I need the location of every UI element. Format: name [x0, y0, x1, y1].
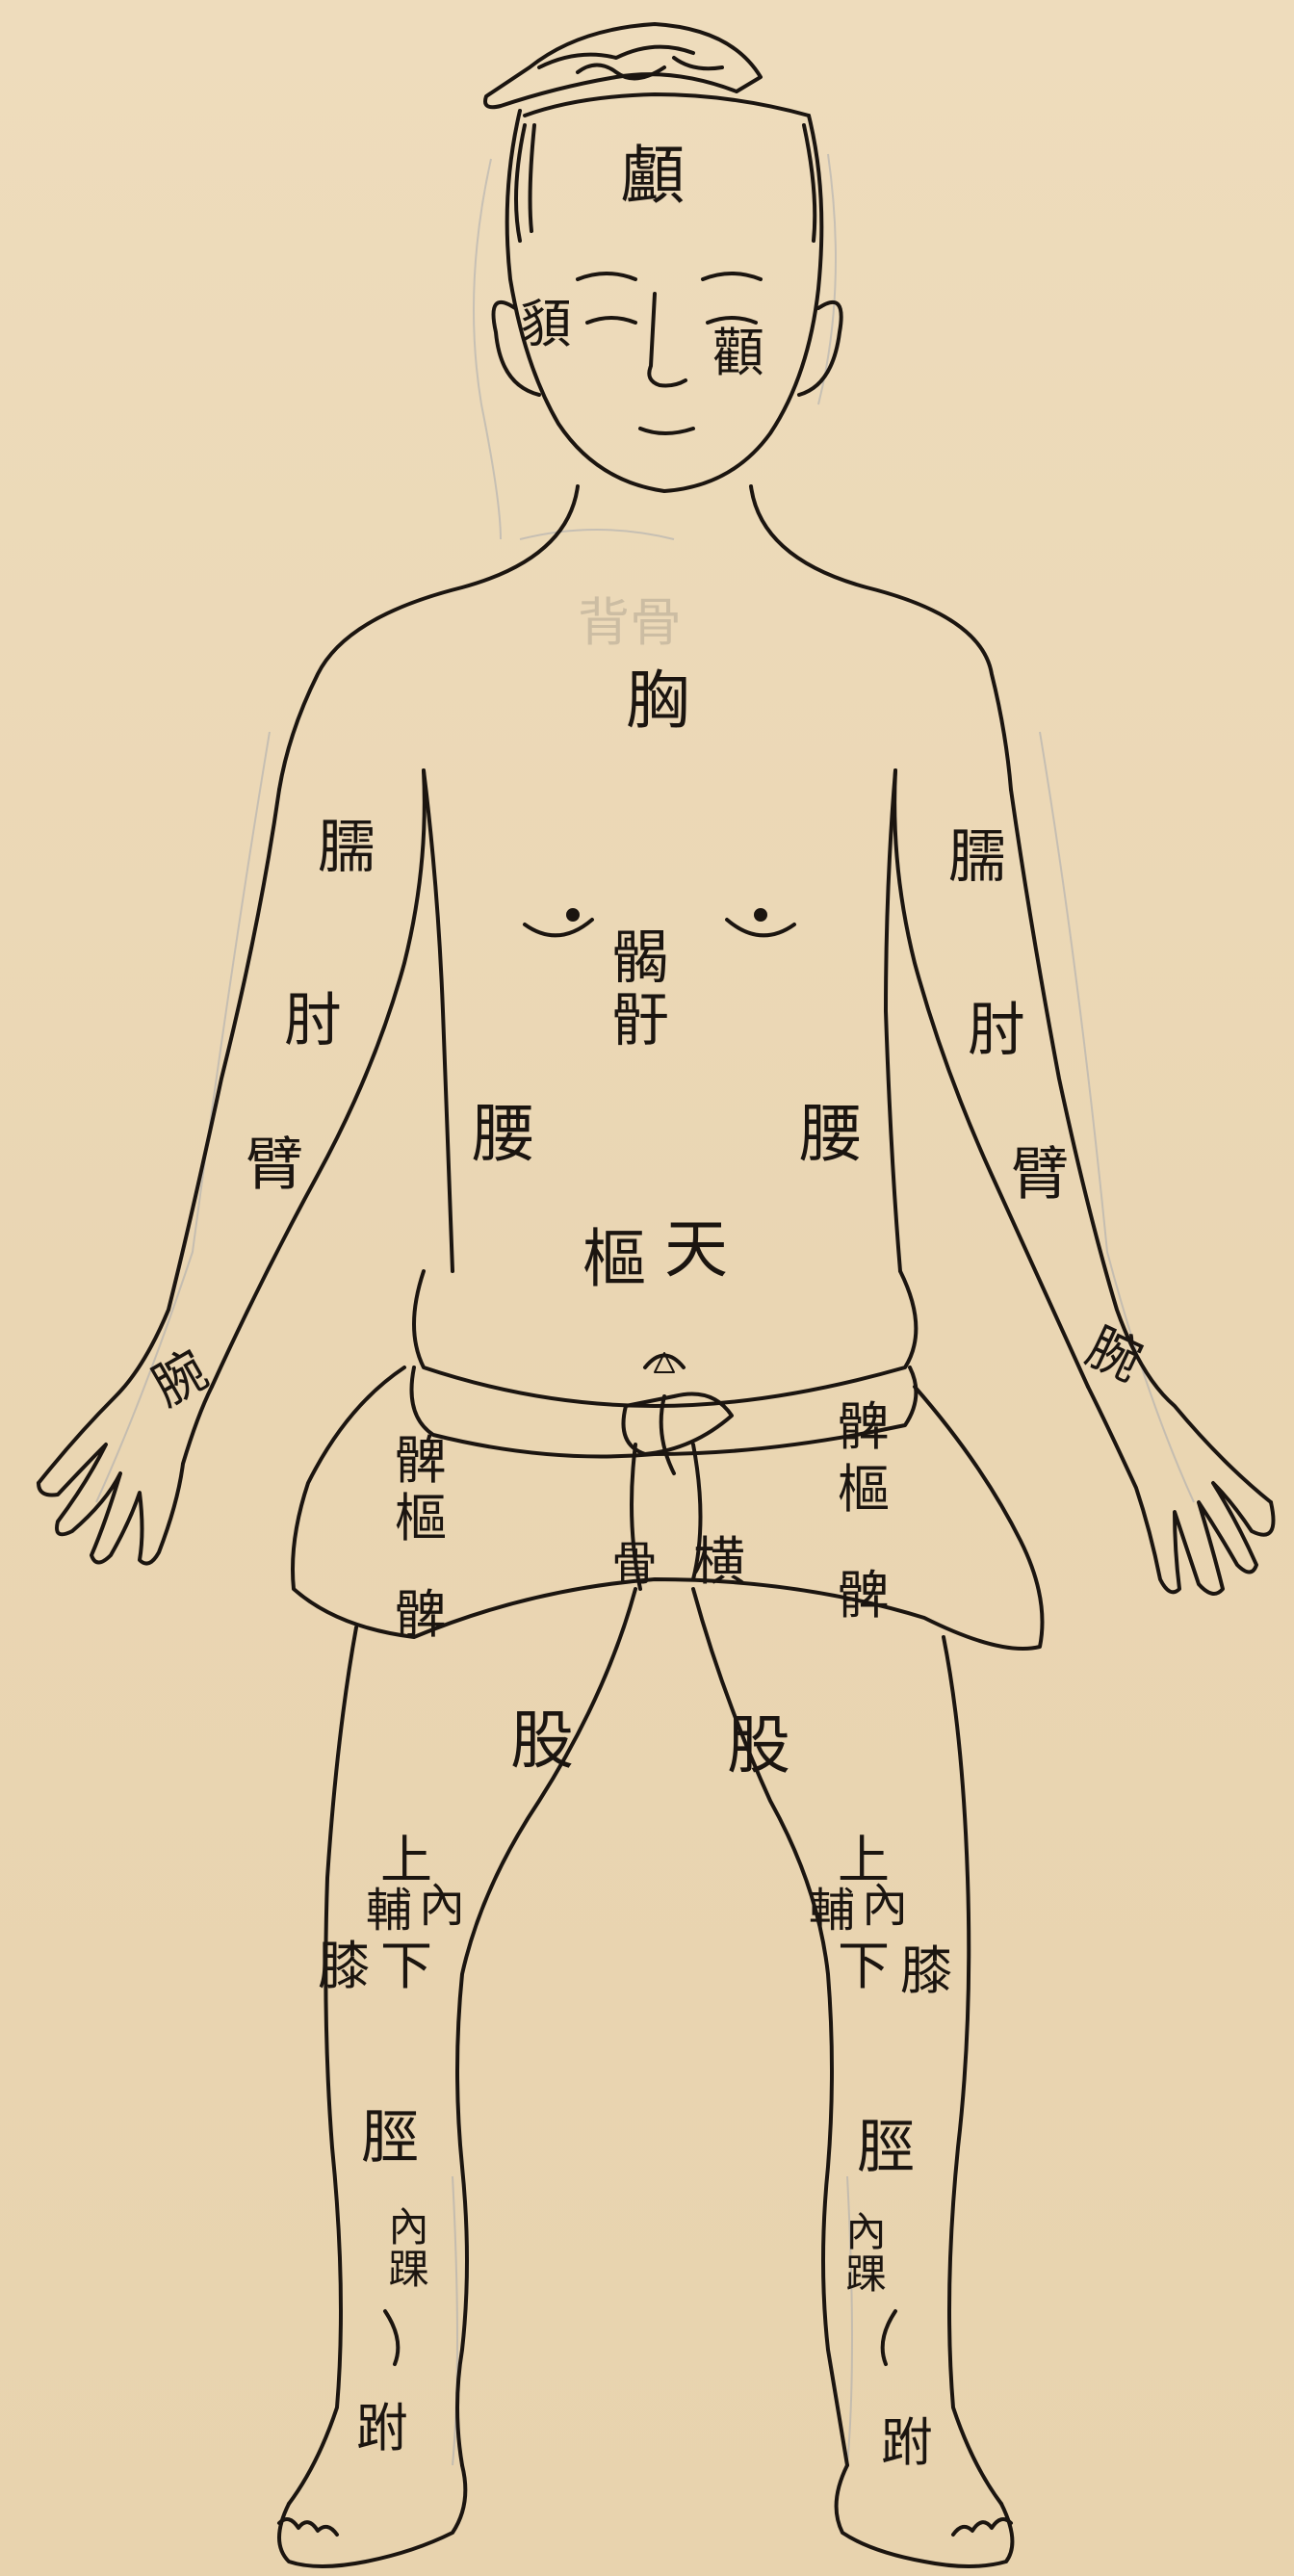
label-ankle-left: 內踝	[385, 2205, 426, 2290]
label-knee-left-fu: 輔	[366, 1887, 412, 1934]
torso-left	[424, 770, 453, 1271]
label-sternum-bottom: 骬	[611, 992, 669, 1050]
leg-left-outer	[289, 1627, 356, 2504]
label-hip-right-top: 髀	[838, 1401, 890, 1453]
label-knee-right-lower: 下	[838, 1940, 890, 1992]
outline-ink	[39, 24, 1274, 2566]
label-temple-left: 䫉	[520, 299, 572, 351]
label-head-top: 顱	[621, 144, 685, 208]
label-upper-arm-left: 臑	[318, 819, 375, 876]
bleed-through-lines	[96, 154, 1194, 2465]
label-forearm-right: 臂	[1011, 1146, 1069, 1204]
label-hip-right-bottom: 髀	[838, 1570, 890, 1622]
label-knee-left-xi: 膝	[318, 1940, 370, 1992]
bleed-through-text: 背骨	[578, 597, 682, 649]
foot-left	[279, 2465, 465, 2566]
sash	[414, 1271, 916, 1406]
label-tianshu-left: 樞	[582, 1228, 646, 1291]
label-hip-right-mid: 樞	[838, 1464, 890, 1516]
torso-right	[886, 770, 900, 1271]
label-instep-left: 跗	[356, 2403, 408, 2455]
label-tianshu-right: 天	[664, 1218, 728, 1282]
label-sternum-top: 𩩲	[611, 929, 669, 987]
label-instep-right: 跗	[881, 2417, 933, 2469]
label-pubic-right: 横	[693, 1536, 745, 1588]
leg-right-outer	[944, 1637, 1001, 2504]
hand-left	[39, 1387, 212, 1564]
label-waist-left: 腰	[472, 1103, 535, 1166]
label-shin-left: 脛	[361, 2109, 419, 2167]
label-chest: 胸	[626, 669, 689, 733]
shoulder-right	[751, 486, 1011, 790]
ear-right	[799, 302, 841, 395]
label-forearm-left: 臂	[246, 1136, 303, 1194]
label-cheek-right: 顴	[712, 327, 764, 379]
label-knee-right-fu: 輔	[809, 1887, 855, 1934]
label-hip-left-bottom: 髀	[395, 1589, 447, 1641]
label-shin-right: 脛	[857, 2119, 915, 2176]
label-knee-right-xi: 膝	[900, 1945, 952, 1997]
shoulder-left	[279, 486, 578, 790]
label-knee-left-inner: 內	[419, 1883, 465, 1929]
label-elbow-left: 肘	[284, 992, 342, 1050]
label-upper-arm-right: 臑	[948, 828, 1006, 886]
label-elbow-right: 肘	[968, 1002, 1025, 1059]
label-knee-right-inner: 內	[862, 1883, 908, 1929]
label-thigh-right: 股	[727, 1714, 790, 1778]
label-ankle-right: 內踝	[842, 2210, 883, 2295]
label-hip-left-mid: 樞	[395, 1493, 447, 1545]
label-thigh-left: 股	[510, 1709, 574, 1773]
label-pubic-left: 骨	[611, 1541, 658, 1587]
hand-right	[1088, 1387, 1274, 1594]
label-waist-right: 腰	[799, 1103, 863, 1166]
label-hip-left-top: 髀	[395, 1435, 447, 1487]
label-knee-left-lower: 下	[380, 1940, 432, 1992]
